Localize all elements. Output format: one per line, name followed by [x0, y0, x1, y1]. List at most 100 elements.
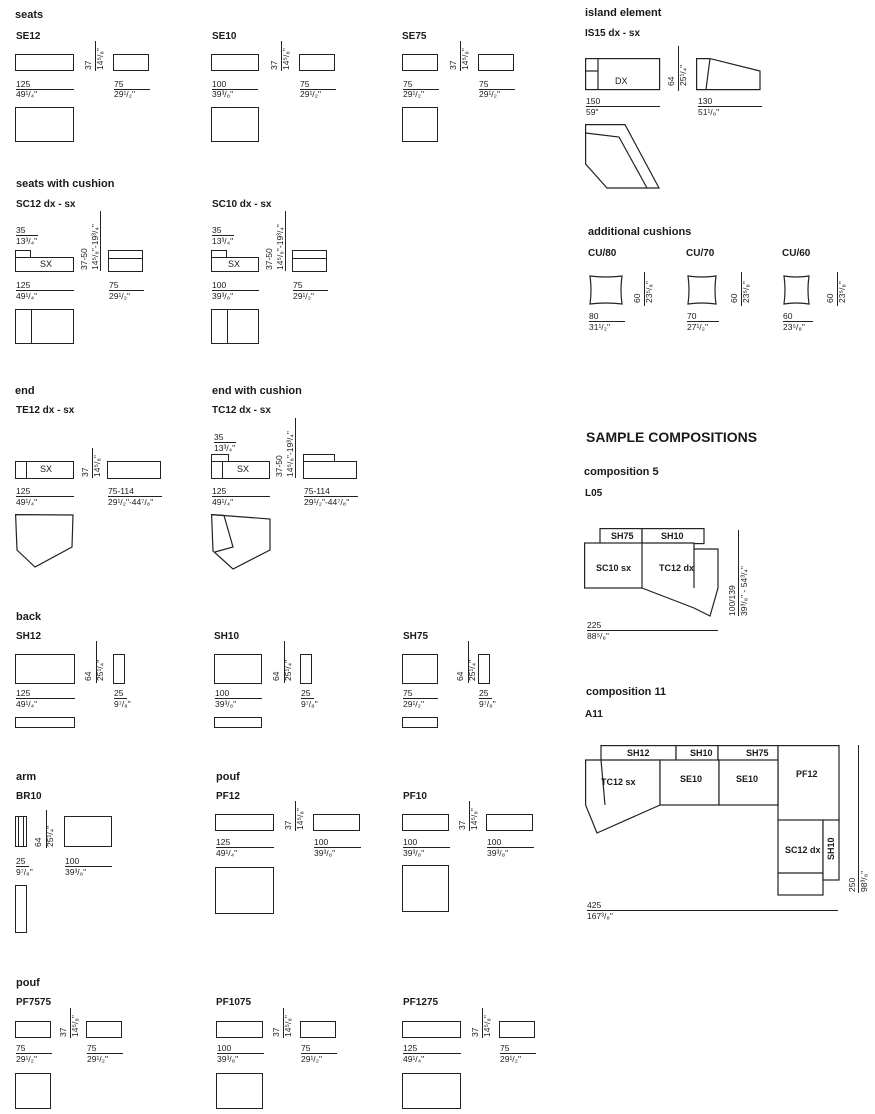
dim-35: 35: [214, 432, 236, 443]
sh75-top: [402, 717, 438, 728]
code-pf1075: PF1075: [216, 997, 252, 1008]
dim-100-in: 39³/₈": [65, 867, 87, 877]
label-tc12-dx: TC12 dx: [659, 563, 695, 573]
pf12-side: [313, 814, 360, 831]
is15-side: [696, 58, 761, 91]
dim-75: 75: [87, 1043, 123, 1054]
pf10-front: [402, 814, 449, 831]
dim-100: 100: [212, 79, 258, 90]
dim-75-in: 29¹/₂": [301, 1054, 322, 1064]
dim-75-in: 29¹/₂": [403, 699, 424, 709]
pf7575-side: [86, 1021, 122, 1038]
dim-37-in: 14⁵/₈": [92, 455, 102, 477]
se10-top: [211, 107, 259, 142]
dim-25-in: 9⁷/₈": [114, 699, 131, 709]
dim-100-in: 39³/₈": [215, 699, 237, 709]
dim-75-in: 29¹/₂": [403, 89, 424, 99]
dim-75: 75: [293, 280, 328, 291]
label-sh75: SH75: [746, 748, 769, 758]
dim-70: 70: [687, 311, 719, 322]
dim-37-50: 37-50: [79, 248, 89, 270]
section-pouf-2: pouf: [16, 977, 40, 989]
dim-64: 64: [83, 671, 93, 681]
dim-75: 75: [300, 79, 336, 90]
code-te12: TE12 dx - sx: [16, 405, 75, 416]
composition-11-layout: [585, 745, 840, 896]
br10-top: [15, 885, 27, 933]
dim-250-in: 98³/₈": [859, 870, 869, 892]
dim-100-in: 39³/₈": [217, 1054, 239, 1064]
dim-25: 25: [479, 688, 492, 699]
dim-25-in: 9⁷/₈": [16, 867, 33, 877]
dim-75: 75: [500, 1043, 536, 1054]
dim-37-50: 37-50: [264, 248, 274, 270]
dim-60-in: 23⁵/₈": [837, 281, 847, 303]
dim-70-in: 27¹/₂": [687, 322, 708, 332]
dim-250: 250: [847, 877, 857, 892]
dim-64-in: 25¹/₄": [467, 659, 477, 681]
sc12-side: [108, 250, 143, 272]
dim-75-in: 29¹/₂": [293, 291, 314, 301]
dim-125: 125: [16, 280, 74, 291]
dim-60: 60: [825, 293, 835, 303]
se12-top: [15, 107, 74, 142]
dim-37: 37: [269, 60, 279, 70]
dim-100-in: 39³/₈": [314, 848, 336, 858]
dim-75-114-in: 29¹/₂"-44⁷/₈": [108, 497, 154, 507]
se75-top: [402, 107, 438, 142]
dim-37: 37: [283, 820, 293, 830]
label-sc12-dx: SC12 dx: [785, 845, 821, 855]
label-sx: SX: [228, 259, 241, 269]
dim-125-in: 49¹/₄": [403, 1054, 425, 1064]
sh10-side: [300, 654, 312, 684]
label-se10: SE10: [736, 774, 759, 784]
se10-front: [211, 54, 259, 71]
dim-25: 25: [16, 856, 29, 867]
section-additional-cushions: additional cushions: [588, 226, 692, 238]
dim-125: 125: [16, 486, 74, 497]
dim-75: 75: [403, 79, 439, 90]
label-sh10: SH10: [661, 531, 684, 541]
dim-37-in: 14⁵/₈": [295, 808, 305, 830]
pf1075-top: [216, 1073, 263, 1109]
se12-side: [113, 54, 149, 71]
sh10-top: [214, 717, 262, 728]
dim-75: 75: [114, 79, 150, 90]
dim-125-in: 49¹/₄": [16, 699, 38, 709]
dim-100-139: 100/139: [727, 585, 737, 616]
dim-125: 125: [16, 79, 74, 90]
pf1075-side: [300, 1021, 336, 1038]
dim-75-114: 75-114: [108, 486, 162, 497]
section-arm: arm: [16, 771, 37, 783]
dim-64: 64: [33, 837, 43, 847]
se10-side: [299, 54, 335, 71]
pf1275-side: [499, 1021, 535, 1038]
dim-60: 60: [783, 311, 813, 322]
dim-25: 25: [114, 688, 127, 699]
dim-75-114: 75-114: [304, 486, 358, 497]
sc10-front: [211, 257, 259, 272]
dim-125: 125: [216, 837, 274, 848]
dim-60: 60: [729, 293, 739, 303]
code-pf12: PF12: [216, 791, 240, 802]
dim-80: 80: [589, 311, 625, 322]
code-cu80: CU/80: [588, 248, 617, 259]
section-back: back: [16, 611, 42, 623]
pf7575-front: [15, 1021, 51, 1038]
code-is15: IS15 dx - sx: [585, 28, 641, 39]
dim-125-in: 49¹/₄": [212, 497, 234, 507]
dim-60-in: 23⁵/₈": [783, 322, 805, 332]
composition-5-title: composition 5: [584, 466, 659, 478]
dim-125-in: 49¹/₄": [16, 291, 38, 301]
label-pf12: PF12: [796, 769, 818, 779]
dim-37-in: 14⁵/₈": [95, 48, 105, 70]
dim-75-in: 29¹/₂": [87, 1054, 108, 1064]
code-cu70: CU/70: [686, 248, 715, 259]
pf1275-top: [402, 1073, 461, 1109]
dim-37-in: 14⁵/₈": [283, 1015, 293, 1037]
dim-64-in: 25¹/₄": [45, 825, 55, 847]
dim-37: 37: [448, 60, 458, 70]
te12-top: [14, 513, 74, 568]
dim-75: 75: [301, 1043, 337, 1054]
